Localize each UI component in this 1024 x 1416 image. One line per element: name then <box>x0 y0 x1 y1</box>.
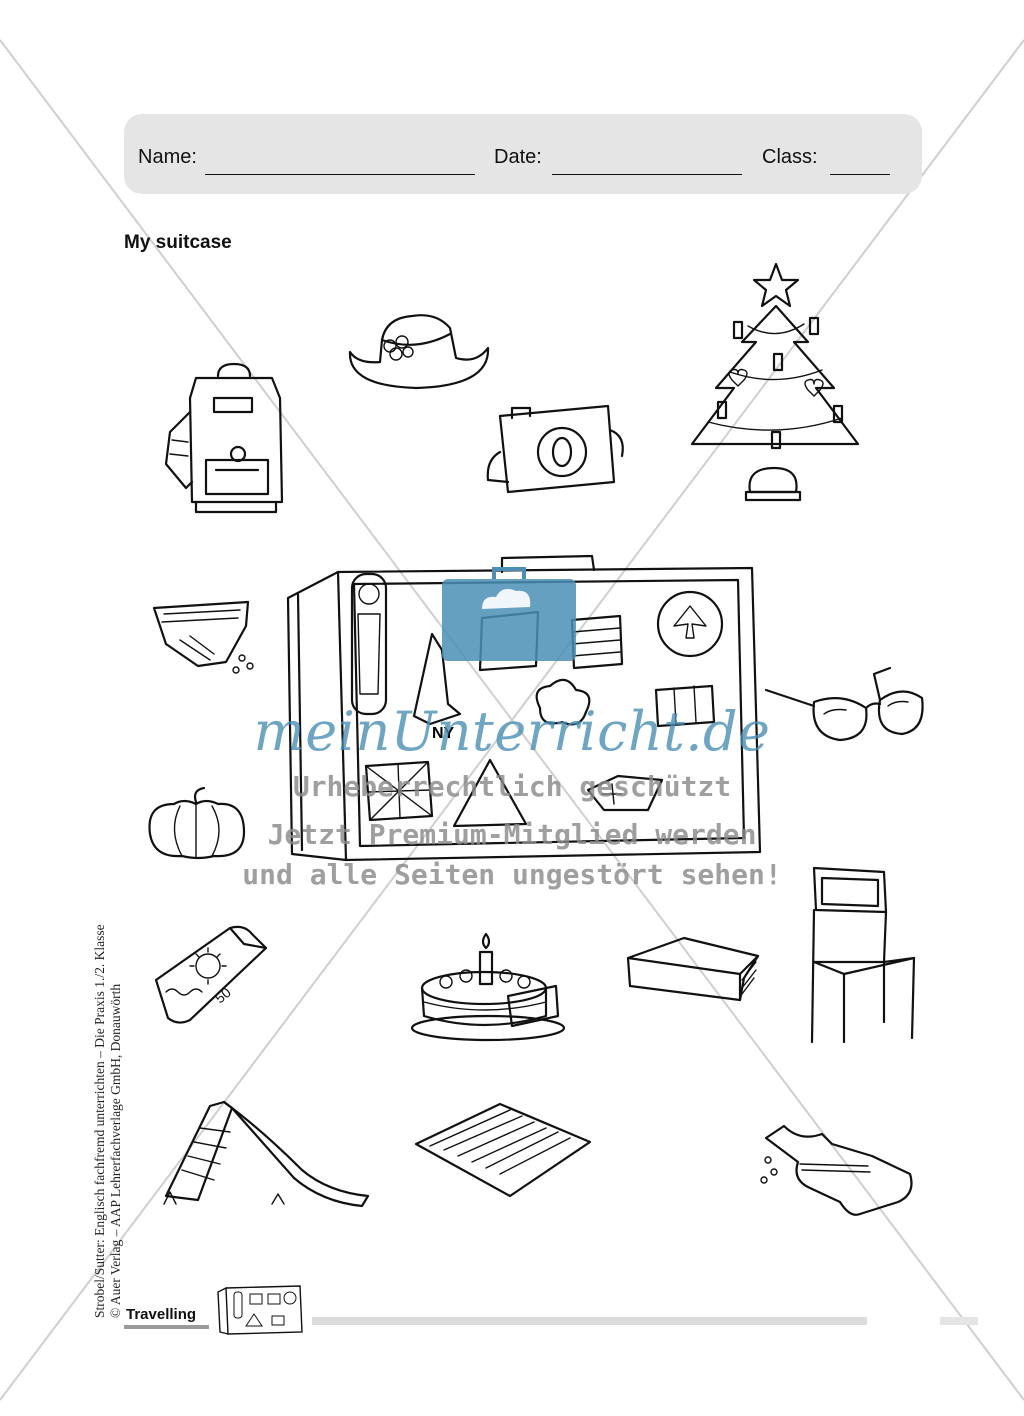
date-label: Date: <box>494 146 542 168</box>
header-box <box>124 114 922 194</box>
side-credit: Strobel/Sutter: Englisch fachfremd unter… <box>92 848 124 1318</box>
worksheet-title: My suitcase <box>124 232 232 253</box>
book-icon <box>624 934 762 1002</box>
christmas-tree-icon <box>672 262 874 520</box>
class-line[interactable] <box>830 174 890 175</box>
underpants-icon <box>150 600 264 682</box>
sunscreen-icon: 50 <box>148 920 272 1028</box>
watermark-logo: meinUnterricht.de <box>253 700 771 763</box>
sunglasses-icon <box>762 662 928 744</box>
hat-icon <box>346 306 492 392</box>
camera-icon <box>482 400 632 496</box>
footer-suitcase-icon <box>216 1282 304 1336</box>
sunscreen-label: 50 <box>212 984 234 1006</box>
suitcase-sticker-label: NY <box>432 725 455 742</box>
pumpkin-icon <box>146 786 248 860</box>
birthday-cake-icon <box>408 930 568 1042</box>
side-credit-line-1: Strobel/Sutter: Englisch fachfremd unter… <box>92 924 107 1318</box>
class-label: Class: <box>762 146 818 168</box>
towel-icon <box>414 1102 592 1198</box>
footer-short-bar <box>124 1325 209 1329</box>
watermark-line-1: Urheberrechtlich geschützt <box>292 770 732 803</box>
watermark-line-2: Jetzt Premium-Mitglied werden <box>267 818 757 851</box>
footer-long-bar <box>312 1317 867 1325</box>
watermark-line-3: und alle Seiten ungestört sehen! <box>242 858 782 891</box>
name-line[interactable] <box>205 174 475 175</box>
date-line[interactable] <box>552 174 742 175</box>
swimsuit-icon <box>760 1122 920 1220</box>
side-credit-line-2: © Auer Verlag – AAP Lehrerfachverlage Gm… <box>108 983 123 1318</box>
backpack-icon <box>156 362 306 516</box>
footer-section-label: Travelling <box>126 1306 197 1323</box>
name-label: Name: <box>138 146 197 168</box>
watermark-suitcase-icon <box>442 567 576 661</box>
footer-end-bar <box>940 1317 978 1325</box>
suitcase-icon: NY <box>282 554 762 866</box>
chair-icon <box>804 862 920 1048</box>
slide-icon <box>162 1100 372 1210</box>
